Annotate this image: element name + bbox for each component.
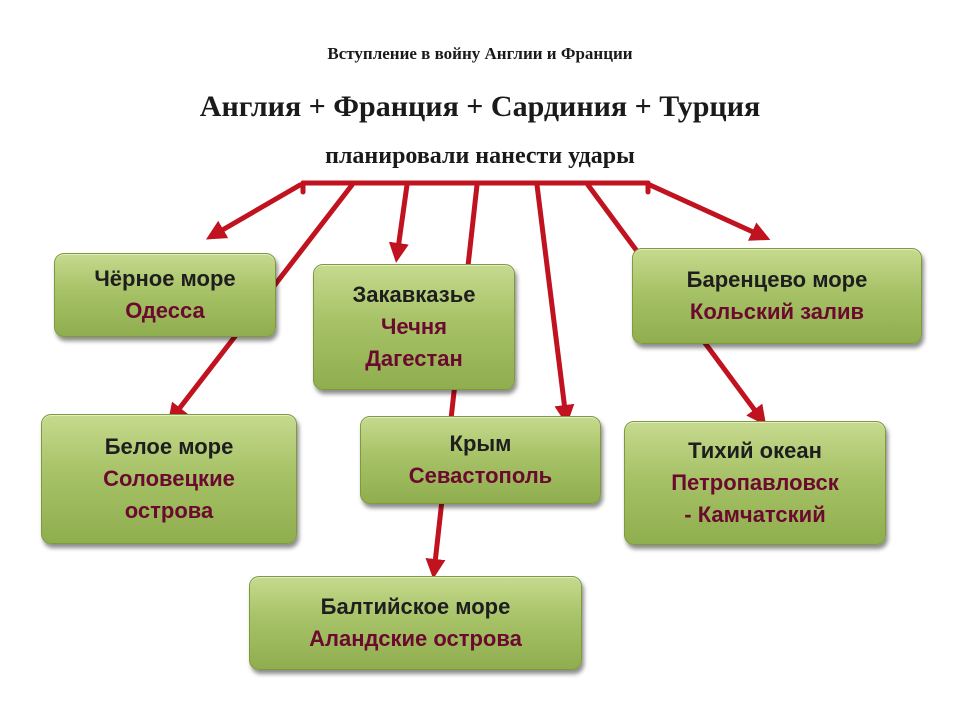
arrow-crimea <box>534 182 575 425</box>
subtitle: Вступление в войну Англии и Франции <box>327 44 633 63</box>
box-baltic-sea: Балтийское море Аландские острова <box>249 576 582 670</box>
diagram-title: Англия + Франция + Сардиния + Турция <box>199 90 761 123</box>
caption: планировали нанести удары <box>325 143 635 169</box>
box-black-sea: Чёрное море Одесса <box>54 253 276 337</box>
box-white-sea-sea: Белое море <box>104 434 234 460</box>
box-crimea-place: Севастополь <box>408 463 553 488</box>
box-black-sea-sea: Чёрное море <box>94 266 236 292</box>
box-barents-sea: Баренцево море Кольский залив <box>632 248 922 344</box>
box-transcaucasia-region: Закавказье <box>352 282 476 308</box>
box-pacific-ocean: Тихий океан <box>688 438 822 464</box>
box-transcaucasia-place-1: Чечня <box>380 314 448 340</box>
box-crimea-region: Крым <box>449 431 512 457</box>
box-barents-sea-place: Кольский залив <box>689 299 865 324</box>
box-baltic-sea-place: Аландские острова <box>309 626 522 651</box>
box-barents-sea-sea: Баренцево море <box>686 267 868 293</box>
box-transcaucasia-place-2: Дагестан <box>365 345 463 371</box>
box-transcaucasia: Закавказье Чечня Дагестан <box>313 264 515 390</box>
box-white-sea: Белое море Соловецкие острова <box>41 414 297 544</box>
arrow-barents-sea <box>647 182 771 241</box>
arrow-transcaucasia <box>388 182 410 263</box>
box-black-sea-place: Одесса <box>125 298 205 323</box>
arrow-black-sea <box>205 182 303 240</box>
box-white-sea-place-1: Соловецкие <box>103 466 235 492</box>
box-baltic-sea-sea: Балтийское море <box>320 594 511 620</box>
box-pacific-place-1: Петропавловск <box>671 470 839 496</box>
box-pacific-place-2: - Камчатский <box>684 501 826 527</box>
box-white-sea-place-2: острова <box>124 497 214 523</box>
box-crimea: Крым Севастополь <box>360 416 601 504</box>
box-pacific: Тихий океан Петропавловск - Камчатский <box>624 421 886 545</box>
